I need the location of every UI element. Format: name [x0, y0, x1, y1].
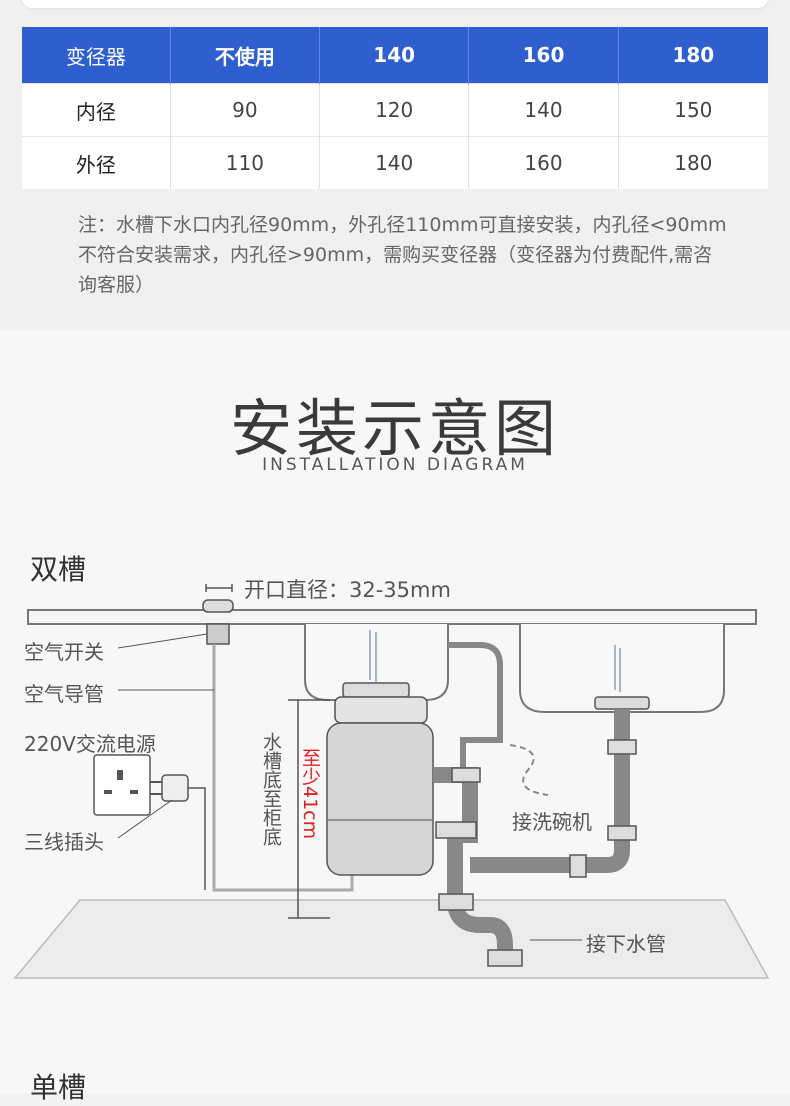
opening-diameter-label: 开口直径：32-35mm — [244, 578, 451, 602]
table-header-row: 变径器 不使用 140 160 180 — [22, 27, 768, 84]
header-cell: 变径器 — [22, 27, 171, 84]
right-sink-flange — [594, 696, 650, 710]
header-cell: 180 — [618, 27, 768, 84]
air-switch-body — [206, 623, 230, 645]
countertop — [27, 609, 757, 625]
header-cell: 不使用 — [170, 27, 321, 84]
table-cell: 90 — [170, 83, 321, 137]
table-cell: 120 — [319, 83, 470, 137]
header-cell: 160 — [468, 27, 619, 84]
row-label: 外径 — [22, 136, 171, 189]
table-cell: 110 — [170, 136, 321, 189]
dishwasher-label: 接洗碗机 — [512, 810, 592, 834]
table-cell: 150 — [618, 83, 768, 137]
power-cord — [188, 787, 206, 890]
dishwasher-connection — [509, 744, 549, 796]
table-cell: 180 — [618, 136, 768, 189]
table-row: 外径 110 140 160 180 — [22, 136, 768, 189]
sink-to-cabinet-label: 水槽底至柜底 — [260, 732, 282, 846]
power-label: 220V交流电源 — [24, 732, 156, 756]
water-stream-icon — [369, 630, 377, 682]
cabinet-floor — [13, 899, 770, 979]
disposer-top — [334, 696, 428, 724]
table-cell: 140 — [319, 136, 470, 189]
table-cell: 160 — [468, 136, 619, 189]
right-drain-pipe — [470, 709, 630, 873]
section-title: 安装示意图 — [229, 392, 560, 465]
air-tube — [212, 644, 354, 892]
header-cell: 140 — [319, 27, 470, 84]
dishwasher-hose — [448, 642, 503, 770]
plug-icon — [161, 774, 189, 802]
sink-flange — [342, 682, 410, 698]
plug-label: 三线插头 — [24, 830, 104, 854]
min-height-label: 至少41cm — [299, 748, 321, 840]
single-sink-label: 单槽 — [30, 1071, 87, 1104]
table-row: 内径 90 120 140 150 — [22, 83, 768, 137]
section-subtitle: INSTALLATION DIAGRAM — [262, 455, 528, 475]
food-waste-disposer — [326, 722, 434, 876]
install-note: 注：水槽下水口内孔径90mm，外孔径110mm可直接安装，内孔径<90mm不符合… — [78, 214, 727, 296]
air-switch-button — [202, 599, 234, 613]
card-edge — [22, 0, 768, 8]
air-switch-label: 空气开关 — [24, 640, 104, 664]
row-label: 内径 — [22, 83, 171, 137]
drain-label: 接下水管 — [586, 932, 666, 956]
water-stream-icon — [614, 645, 621, 692]
reducer-spec-table: 变径器 不使用 140 160 180 内径 90 120 140 150 外径… — [22, 27, 768, 189]
wall-socket-icon — [93, 754, 151, 816]
double-sink-label: 双槽 — [30, 553, 87, 586]
air-tube-label: 空气导管 — [24, 682, 104, 706]
table-cell: 140 — [468, 83, 619, 137]
